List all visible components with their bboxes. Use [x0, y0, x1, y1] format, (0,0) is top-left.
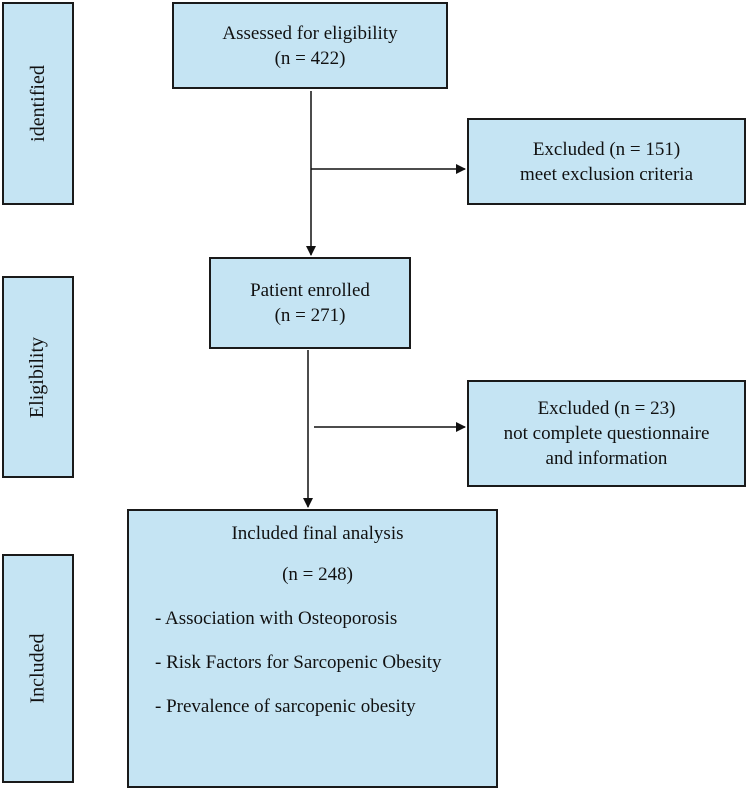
excluded-1-count: Excluded (n = 151) — [532, 138, 681, 160]
excluded-2-reason-1: not complete questionnaire — [503, 423, 710, 444]
stage-included: Included — [2, 554, 74, 783]
final-item-osteoporosis: - Association with Osteoporosis — [155, 608, 398, 629]
excluded-box-1: Excluded (n = 151) meet exclusion criter… — [467, 118, 746, 205]
assessed-count: (n = 422) — [274, 47, 346, 69]
final-analysis-box: Included final analysis (n = 248) - Asso… — [127, 509, 498, 788]
assessed-box: Assessed for eligibility (n = 422) — [172, 2, 448, 89]
excluded-2-reason-2: and information — [545, 448, 668, 469]
excluded-1-reason: meet exclusion criteria — [519, 163, 694, 185]
excluded-2-count: Excluded (n = 23) — [537, 398, 676, 419]
stage-identified: identified — [2, 2, 74, 205]
enrolled-count: (n = 271) — [274, 305, 346, 326]
excluded-box-2: Excluded (n = 23) not complete questionn… — [467, 380, 746, 487]
enrolled-title: Patient enrolled — [250, 280, 370, 301]
stage-eligibility: Eligibility — [2, 276, 74, 478]
final-item-prevalence: - Prevalence of sarcopenic obesity — [155, 696, 416, 717]
enrolled-box: Patient enrolled (n = 271) — [209, 257, 411, 349]
final-title: Included final analysis — [231, 523, 404, 544]
final-item-risk-factors: - Risk Factors for Sarcopenic Obesity — [155, 652, 442, 673]
final-count: (n = 248) — [282, 564, 353, 585]
assessed-title: Assessed for eligibility — [222, 22, 398, 44]
